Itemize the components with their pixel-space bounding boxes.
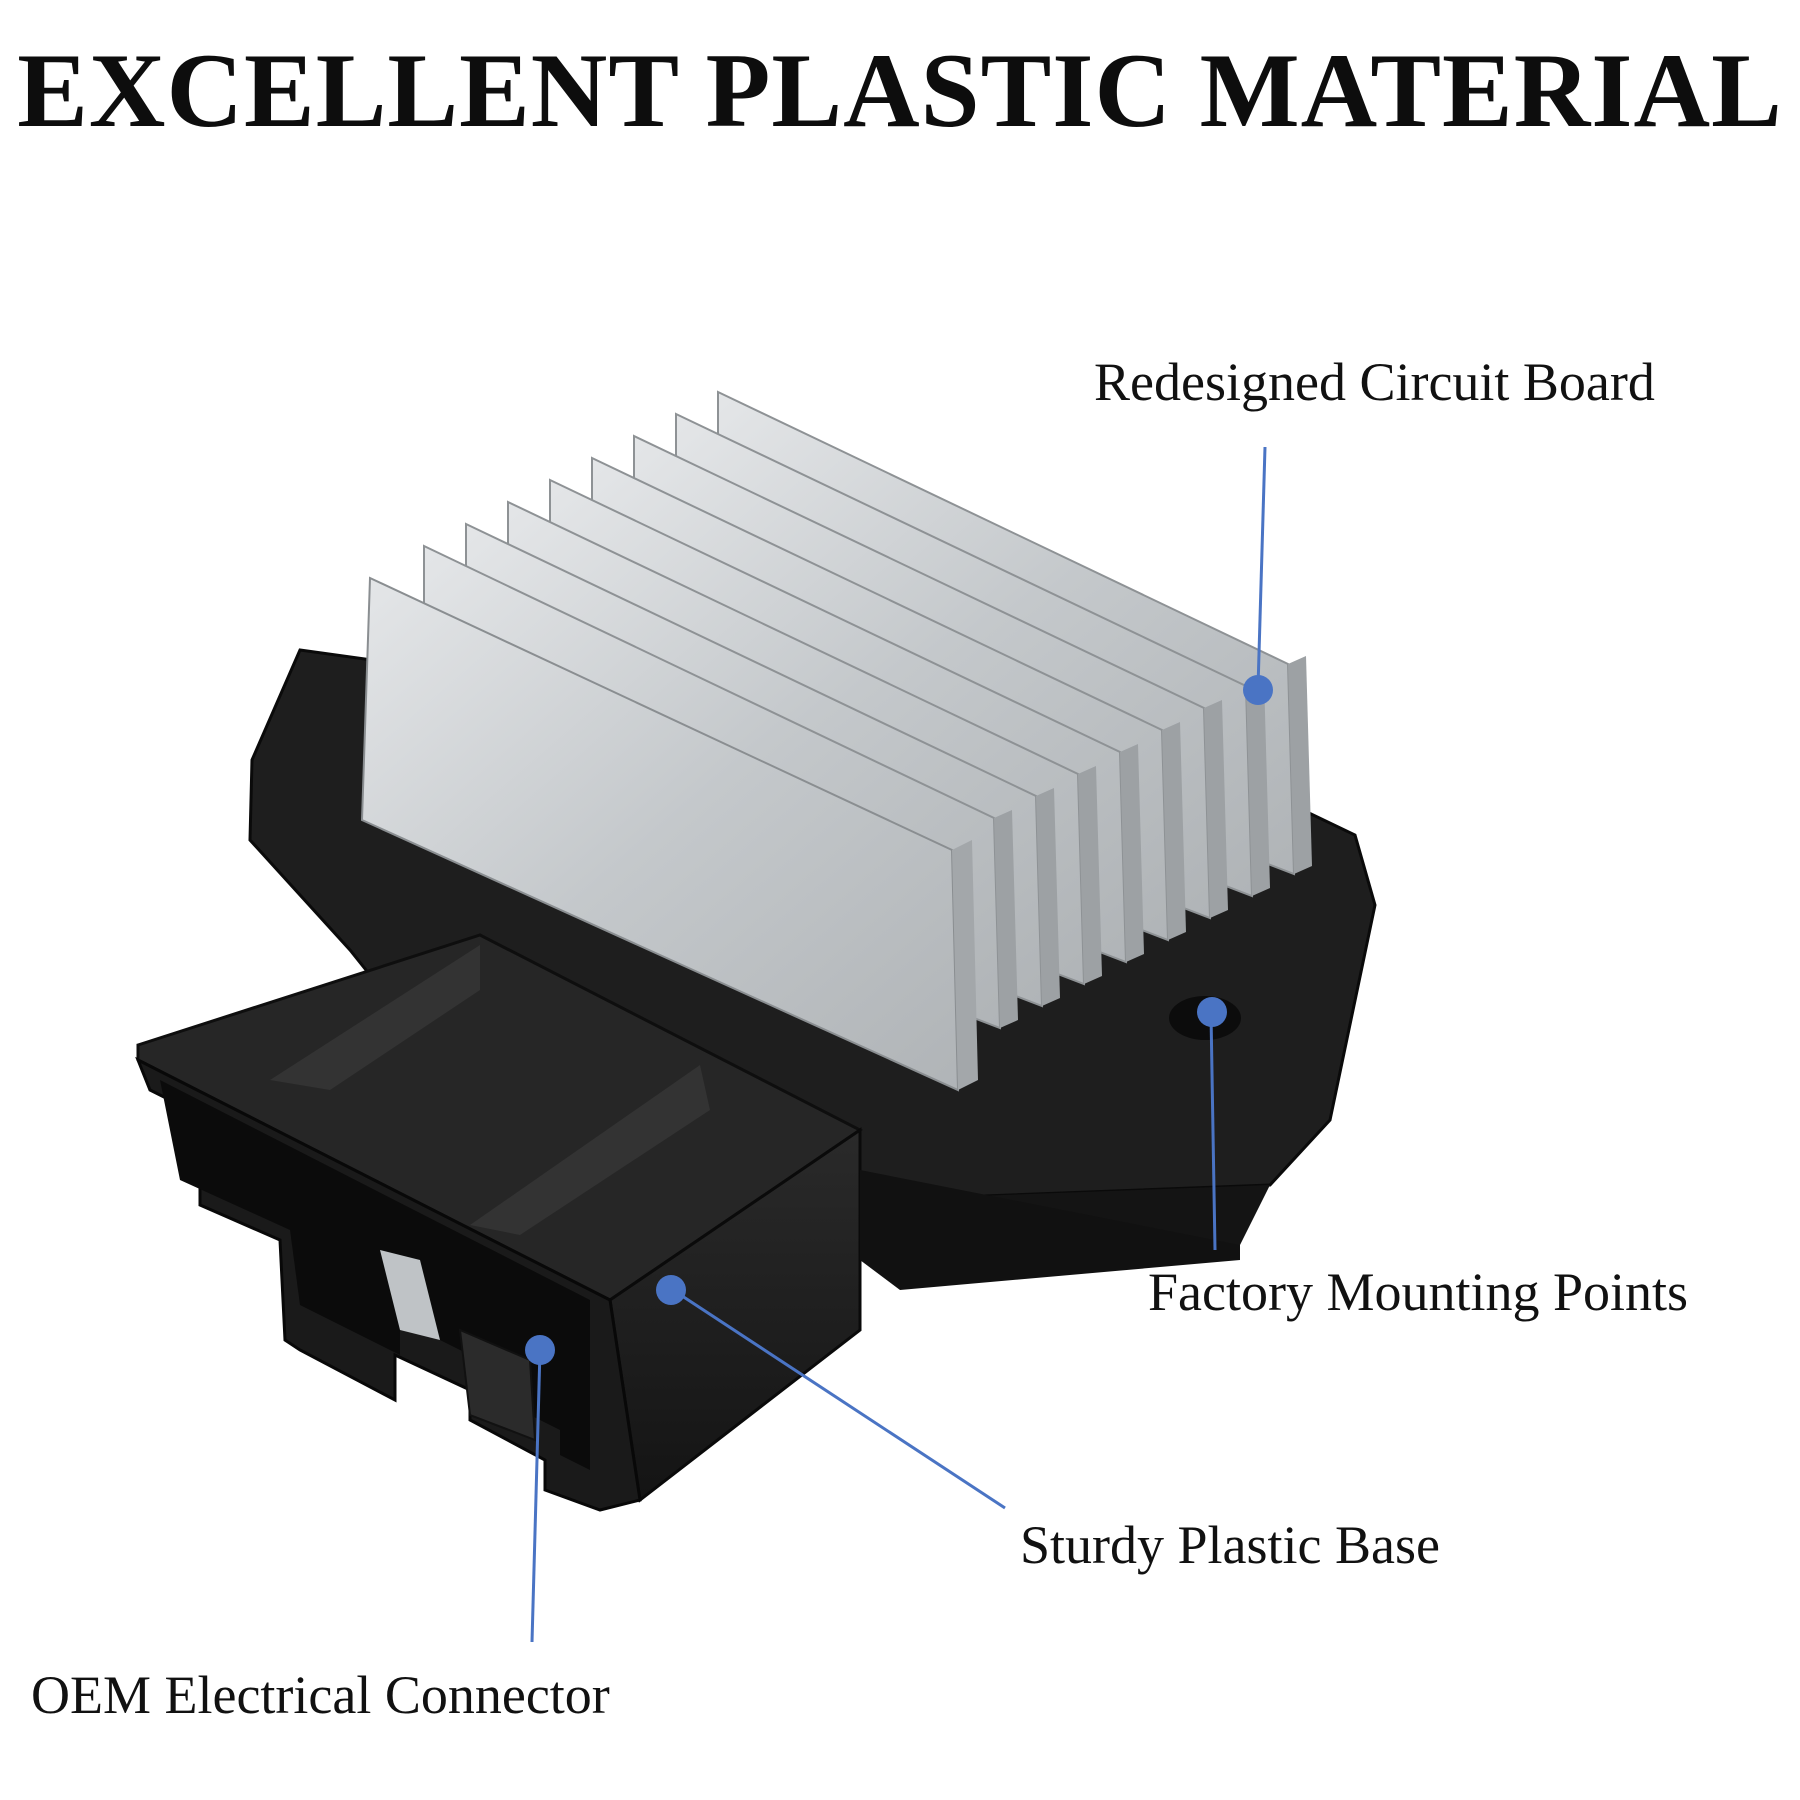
callout-label-mounting-points: Factory Mounting Points [1148,1262,1689,1322]
callout-line-plastic-base [672,1288,1006,1510]
callout-line-electrical-connector [530,1349,542,1643]
callout-dot-electrical-connector [525,1335,555,1365]
callout-dot-circuit-board [1243,675,1273,705]
connector-housing [135,933,863,1512]
callout-dot-mounting-points [1197,997,1227,1027]
callout-line-circuit-board [1256,446,1267,689]
callout-dot-plastic-base [656,1275,686,1305]
callout-line-mounting-points [1209,1013,1217,1251]
page-title: EXCELLENT PLASTIC MATERIAL [17,32,1783,149]
callout-label-electrical-connector: OEM Electrical Connector [31,1665,610,1725]
callout-label-plastic-base: Sturdy Plastic Base [1020,1515,1440,1575]
callout-label-circuit-board: Redesigned Circuit Board [1094,352,1655,412]
heatsink [360,390,1312,1092]
